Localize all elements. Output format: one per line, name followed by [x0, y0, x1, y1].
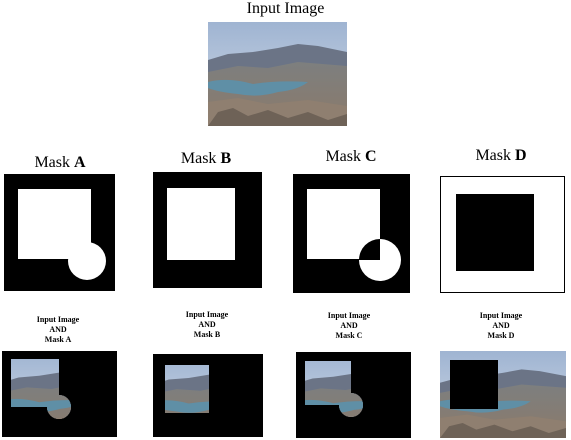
caption-d: Input Image AND Mask D — [479, 311, 523, 340]
caption-c: Input Image AND Mask C — [327, 311, 371, 340]
mask-b-image — [153, 172, 262, 288]
result-b-image — [153, 354, 263, 437]
mask-d-image — [440, 176, 565, 293]
result-a-image — [2, 351, 117, 437]
caption-a: Input Image AND Mask A — [36, 315, 80, 344]
input-image-photo — [208, 22, 347, 126]
mask-b-label: Mask B — [180, 150, 232, 167]
mask-d-label: Mask D — [475, 147, 527, 164]
input-image-title: Input Image — [246, 0, 325, 17]
mask-a-label: Mask A — [34, 154, 86, 171]
mask-c-image — [293, 174, 410, 293]
mask-a-image — [4, 174, 115, 291]
mask-c-label: Mask C — [325, 148, 377, 165]
caption-b: Input Image AND Mask B — [185, 310, 229, 339]
result-d-image — [440, 351, 566, 438]
result-c-image — [296, 352, 411, 438]
